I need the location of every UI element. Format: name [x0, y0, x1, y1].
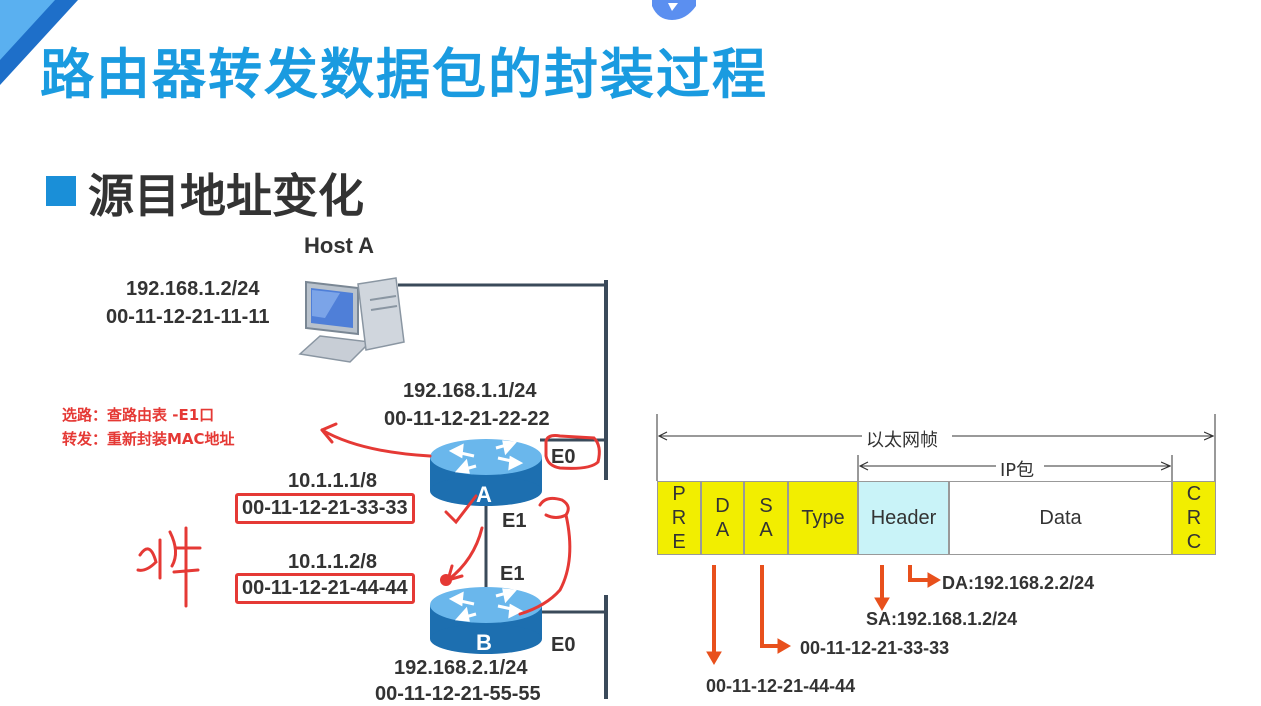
- router-b-e1-ip: 10.1.1.2/8: [288, 551, 377, 573]
- frame-field-header: Header: [858, 481, 949, 555]
- section-heading: 源目地址变化: [88, 169, 364, 223]
- router-a-e1-label: E1: [502, 510, 527, 532]
- red-dot-mark: [440, 574, 452, 586]
- route-lookup-note: 选路：查路由表 -E1口: [62, 406, 215, 424]
- host-a-mac: 00-11-12-21-11-11: [106, 306, 270, 328]
- frame-field-data: Data: [949, 481, 1172, 555]
- ip-destination-address: DA:192.168.2.2/24: [942, 573, 1095, 593]
- router-b-e1-mac: 00-11-12-21-44-44: [235, 573, 415, 604]
- e0-circle-mark: [544, 434, 601, 470]
- ip-packet-label: IP包: [998, 456, 1037, 482]
- frame-field-sa: S A: [744, 481, 788, 555]
- host-a-ip: 192.168.1.2/24: [126, 278, 260, 300]
- pre-letter: E: [672, 531, 686, 553]
- corner-decoration-light: [0, 0, 55, 60]
- check-mark-icon: [444, 494, 478, 525]
- computer-icon: [298, 277, 405, 363]
- router-b-e0-label: E0: [551, 634, 576, 656]
- frame-field-pre: P R E: [657, 481, 701, 555]
- field-pointer-arrows: [706, 565, 941, 665]
- frame-field-crc: C R C: [1172, 481, 1216, 555]
- router-b-icon: [430, 587, 542, 654]
- pre-letter: R: [671, 507, 687, 529]
- router-a-e1-ip: 10.1.1.1/8: [288, 470, 377, 492]
- crc-letter: R: [1186, 507, 1202, 529]
- sa-letter: S: [759, 495, 773, 517]
- mac-source-address: 00-11-12-21-33-33: [800, 638, 950, 658]
- red-arrowhead: [320, 422, 338, 444]
- ip-source-address: SA:192.168.1.2/24: [866, 609, 1018, 629]
- handwritten-character: [136, 526, 202, 608]
- mac-destination-address: 00-11-12-21-44-44: [706, 676, 856, 696]
- pre-letter: P: [672, 483, 686, 505]
- host-a-name: Host A: [304, 233, 375, 258]
- router-a-icon: [430, 439, 542, 506]
- crc-letter: C: [1186, 483, 1202, 505]
- red-flow-curve: [518, 513, 572, 616]
- forward-note: 转发：重新封装MAC地址: [62, 430, 235, 448]
- da-letter: A: [715, 519, 730, 541]
- router-a-e0-mac: 00-11-12-21-22-22: [384, 408, 550, 430]
- da-letter: D: [715, 495, 730, 517]
- handwritten-annotations: [136, 422, 601, 616]
- router-b-e1-label: E1: [500, 563, 525, 585]
- crc-letter: C: [1186, 531, 1202, 553]
- sa-letter: A: [759, 519, 773, 541]
- e1-loop-mark: [538, 496, 570, 519]
- router-b-label: B: [476, 630, 492, 655]
- app-logo-icon: [652, 0, 696, 20]
- ethernet-frame-label: 以太网帧: [864, 426, 940, 452]
- router-a-label: A: [476, 482, 492, 507]
- red-down-arrow: [446, 526, 484, 582]
- router-a-e1-mac: 00-11-12-21-33-33: [235, 493, 415, 524]
- bullet-square-icon: [46, 176, 76, 206]
- red-arrow-curve: [320, 428, 432, 458]
- frame-field-type: Type: [788, 481, 858, 555]
- router-a-e0-ip: 192.168.1.1/24: [403, 380, 537, 402]
- router-b-e0-ip: 192.168.2.1/24: [394, 657, 528, 679]
- slide-title: 路由器转发数据包的封装过程: [40, 43, 768, 106]
- router-a-e0-label: E0: [551, 446, 576, 468]
- frame-field-da: D A: [701, 481, 744, 555]
